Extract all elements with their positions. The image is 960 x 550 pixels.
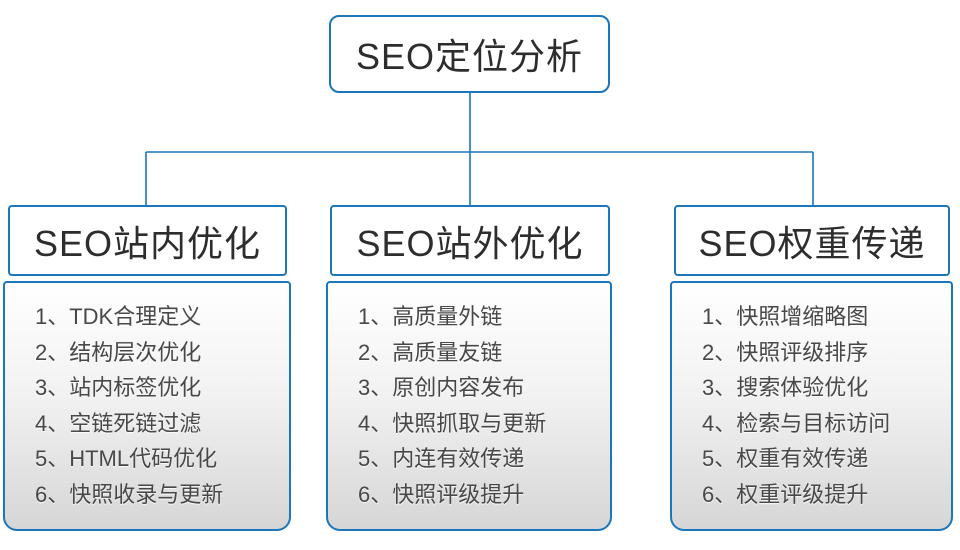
- list-item: 4、检索与目标访问: [702, 410, 891, 436]
- list-item: 3、站内标签优化: [35, 375, 202, 400]
- branch-node-weight: SEO权重传递: [674, 205, 950, 276]
- branch-list-onsite: 1、TDK合理定义 2、结构层次优化 3、站内标签优化 4、空链死链过滤 5、H…: [3, 281, 291, 531]
- list-item: 3、原创内容发布: [358, 375, 525, 400]
- branch-node-onsite: SEO站内优化: [8, 205, 287, 276]
- connector-path: [145, 93, 814, 206]
- list-item: 6、权重评级提升: [702, 481, 869, 507]
- branch-node-label: SEO站外优化: [356, 222, 584, 264]
- branch-list-weight: 1、快照增缩略图 2、快照评级排序 3、搜索体验优化 4、检索与目标访问 5、权…: [670, 281, 953, 531]
- list-item: 5、HTML代码优化: [35, 446, 218, 471]
- list-item: 3、搜索体验优化: [702, 375, 869, 400]
- list-item: 4、空链死链过滤: [35, 410, 202, 436]
- branch-list-offsite: 1、高质量外链 2、高质量友链 3、原创内容发布 4、快照抓取与更新 5、内连有…: [326, 281, 612, 531]
- list-item: 1、TDK合理定义: [35, 304, 202, 329]
- list-item: 5、权重有效传递: [702, 446, 869, 471]
- list-item: 6、快照评级提升: [358, 481, 525, 507]
- list-item: 1、快照增缩略图: [702, 304, 869, 329]
- list-item: 2、快照评级排序: [702, 339, 869, 365]
- list-item: 2、结构层次优化: [35, 339, 202, 365]
- list-item: 2、高质量友链: [358, 339, 503, 365]
- list-item: 1、高质量外链: [358, 304, 503, 329]
- list-item: 5、内连有效传递: [358, 446, 525, 471]
- branch-node-offsite: SEO站外优化: [330, 205, 610, 276]
- branch-node-label: SEO站内优化: [33, 222, 262, 264]
- root-node-label: SEO定位分析: [355, 36, 584, 77]
- list-item: 4、快照抓取与更新: [358, 410, 547, 436]
- branch-node-label: SEO权重传递: [698, 222, 926, 264]
- root-node: SEO定位分析: [329, 15, 610, 93]
- list-item: 6、快照收录与更新: [35, 481, 224, 507]
